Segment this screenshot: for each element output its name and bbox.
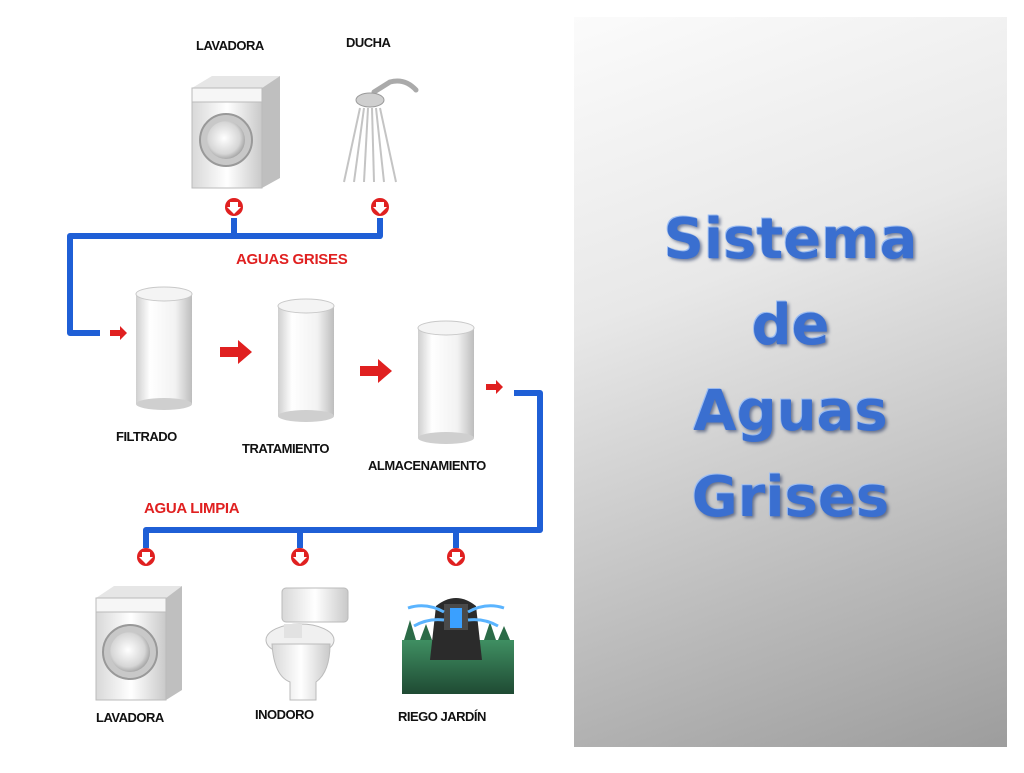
toilet-icon [265, 587, 349, 701]
flow-arrow-icon [110, 326, 503, 394]
clean-water-label: AGUA LIMPIA [144, 500, 240, 517]
source-washer-label: LAVADORA [196, 38, 264, 53]
treatment-tank-icon [277, 298, 335, 422]
stage-filter-label: FILTRADO [116, 429, 177, 444]
title-panel: Sistema de Aguas Grises [574, 17, 1007, 747]
garden-sprinkler-icon [402, 598, 514, 694]
washing-machine-destination-icon [95, 586, 182, 701]
title-line-3: Aguas [693, 379, 888, 444]
use-garden-label: RIEGO JARDÍN [398, 709, 486, 724]
filter-tank-icon [135, 286, 193, 410]
title-line-2: de [751, 293, 830, 358]
storage-tank-icon [417, 320, 475, 444]
grey-water-diagram: LAVADORA DUCHA AGUAS GRISES FILTRADO TRA… [67, 35, 543, 725]
use-washer-label: LAVADORA [96, 710, 164, 725]
use-toilet-label: INODORO [255, 707, 314, 722]
diagram-graphics [67, 76, 543, 701]
page-title: Sistema de Aguas Grises [574, 197, 1007, 541]
clean-water-pipe [143, 390, 543, 548]
stage-treatment-label: TRATAMIENTO [242, 441, 329, 456]
source-shower-label: DUCHA [346, 35, 391, 50]
shower-icon [343, 78, 419, 183]
grey-water-label: AGUAS GRISES [236, 251, 348, 268]
title-line-4: Grises [691, 465, 890, 530]
washing-machine-icon [191, 76, 280, 189]
stage-storage-label: ALMACENAMIENTO [368, 458, 486, 473]
grey-water-pipe [67, 218, 383, 336]
title-line-1: Sistema [663, 207, 918, 272]
